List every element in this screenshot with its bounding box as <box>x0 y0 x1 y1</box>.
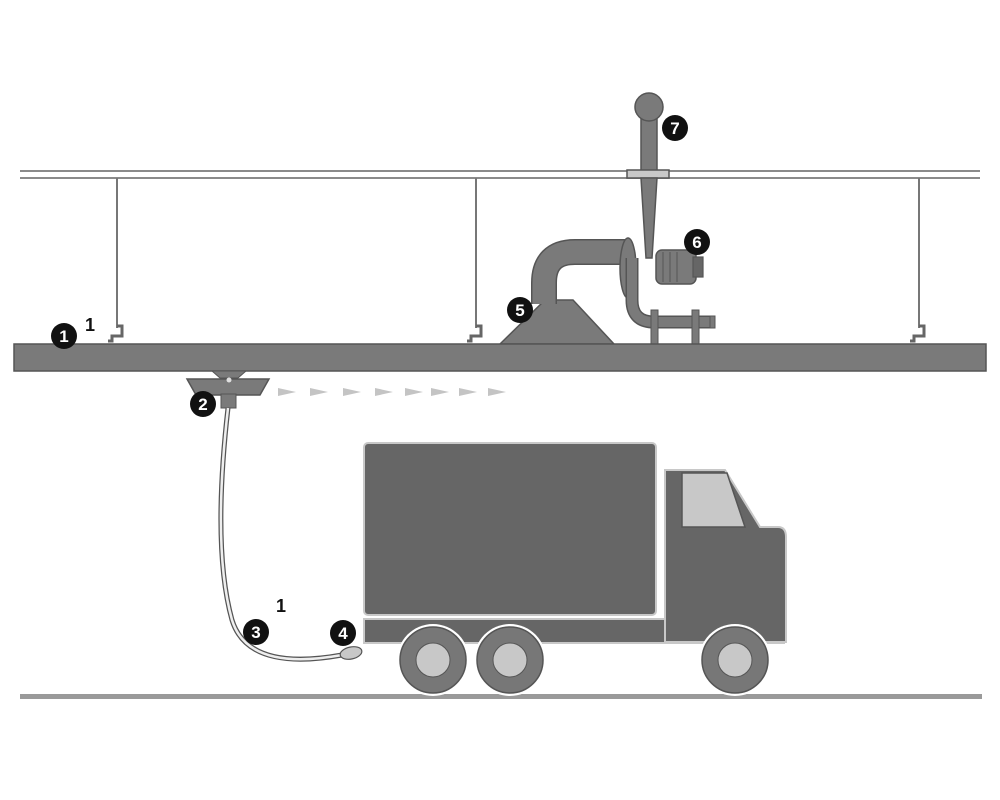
svg-text:7: 7 <box>670 119 679 138</box>
marker-2: 2 <box>190 391 216 417</box>
exhaust-outlet-stack <box>626 92 670 259</box>
svg-text:5: 5 <box>515 301 524 320</box>
marker-4: 4 <box>330 620 356 646</box>
svg-text:6: 6 <box>692 233 701 252</box>
svg-text:3: 3 <box>251 623 260 642</box>
marker-6: 6 <box>684 229 710 255</box>
fan-assembly <box>498 237 716 345</box>
truck <box>363 442 787 696</box>
truck-wheel <box>701 626 769 694</box>
note-label: 1 <box>85 315 95 335</box>
note-label: 1 <box>276 596 286 616</box>
exhaust-adapter <box>339 646 363 660</box>
marker-1: 1 <box>51 323 77 349</box>
marker-7: 7 <box>662 115 688 141</box>
svg-text:4: 4 <box>338 624 348 643</box>
floor <box>20 694 982 699</box>
ceiling-rail <box>20 170 980 179</box>
truck-wheel <box>399 626 467 694</box>
svg-text:2: 2 <box>198 395 207 414</box>
marker-3: 3 <box>243 619 269 645</box>
svg-text:1: 1 <box>59 327 68 346</box>
duct-hanger <box>467 178 483 343</box>
exhaust-hose <box>218 407 343 662</box>
duct-hanger <box>108 178 124 343</box>
marker-5: 5 <box>507 297 533 323</box>
fan-motor <box>655 249 704 285</box>
trolley-nozzle <box>185 370 271 409</box>
main-duct <box>13 343 987 372</box>
duct-hanger <box>910 178 926 343</box>
travel-direction-arrows <box>278 388 506 396</box>
truck-wheel <box>476 626 544 694</box>
